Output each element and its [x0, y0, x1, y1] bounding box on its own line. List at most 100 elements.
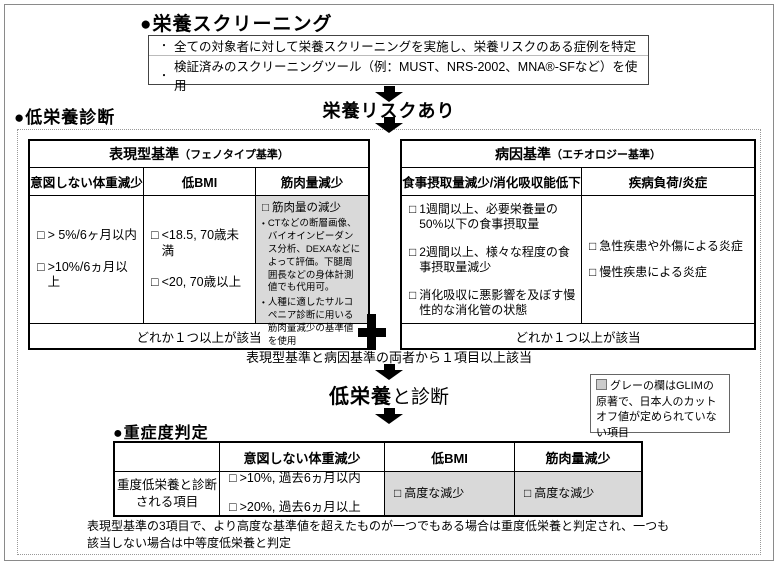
criterion-label: 急性疾患や外傷による炎症 [599, 239, 743, 253]
criterion-label: >10%, 過去6ヵ月以内 [239, 471, 361, 486]
screening-box: ・ 全ての対象者に対して栄養スクリーニングを実施し、栄養リスクのある症例を特定 … [148, 35, 649, 93]
severity-bmi-cell: □ 高度な減少 [385, 472, 515, 515]
column-header: 意図しない体重減少 [220, 443, 385, 472]
checkbox-icon: □ [524, 486, 532, 500]
criterion-item: □ <18.5, 70歳未満 [151, 228, 251, 259]
phenotype-table: 表現型基準 （フェノタイプ基準） 意図しない体重減少 低BMI 筋肉量減少 □ … [28, 139, 370, 350]
criterion-label: 高度な減少 [534, 486, 595, 500]
criterion-label: 1週間以上、必要栄養量の50%以下の食事摂取量 [419, 201, 558, 231]
checkbox-icon: □ [229, 500, 237, 514]
plus-icon [358, 314, 386, 350]
diagnosis-result-rest: と診断 [391, 387, 449, 408]
criterion-item: □ 高度な減少 [524, 486, 594, 501]
criterion-label: > 5%/6ヶ月以内 [47, 228, 137, 243]
disease-cell: □ 急性疾患や外傷による炎症 □ 慢性疾患による炎症 [582, 196, 754, 324]
etiology-title-text: 病因基準 [495, 146, 551, 162]
severity-heading: ●重症度判定 [113, 425, 209, 442]
criterion-item: □ 消化吸収に悪影響を及ぼす慢性的な消化管の状態 [409, 288, 577, 318]
column-header: 低BMI [385, 443, 515, 472]
column-header [115, 443, 220, 472]
down-arrow-icon [375, 408, 403, 424]
checkbox-icon: □ [229, 471, 237, 486]
criterion-item: □ > 5%/6ヶ月以内 [37, 228, 139, 244]
column-header: 食事摂取量減少/消化吸収能低下 [402, 168, 582, 196]
criterion-label: <20, 70歳以上 [161, 275, 242, 290]
bullet-icon: ・ [159, 70, 169, 82]
diagnosis-result-label: 低栄養と診断 [0, 380, 778, 409]
severity-table: 意図しない体重減少 低BMI 筋肉量減少 重度低栄養と診断 される項目 □ >1… [113, 441, 643, 517]
gray-legend-box: グレーの欄はGLIMの原著で、日本人のカットオフ値が定められていない項目 [590, 374, 730, 439]
criterion-item: □ >20%, 過去6ヵ月以上 [229, 500, 380, 516]
checkbox-icon: □ [394, 486, 402, 500]
combine-note: 表現型基準と病因基準の両者から１項目以上該当 [245, 350, 532, 365]
criterion-item: □ >10%, 過去6ヵ月以内 [229, 471, 380, 487]
etiology-table-title: 病因基準 （エチオロジー基準） [402, 141, 754, 168]
phenotype-title-text: 表現型基準 [109, 146, 180, 162]
etiology-subtitle-text: （エチオロジー基準） [551, 149, 661, 161]
muscle-note: • CTなどの断層画像、バイオインピーダンス分析、DEXAなどによって評価。下腿… [262, 218, 362, 295]
checkbox-icon: □ [409, 244, 417, 259]
muscle-note-text: 人種に適したサルコペニア診断に用いる筋肉量減少の基準値を使用 [267, 297, 354, 347]
phenotype-footer: どれか１つ以上が該当 [136, 330, 262, 345]
criterion-item: □ 高度な減少 [394, 486, 464, 501]
muscle-loss-cell: □ 筋肉量の減少 • CTなどの断層画像、バイオインピーダンス分析、DEXAなど… [256, 196, 368, 347]
criterion-item: □ 2週間以上、様々な程度の食事摂取量減少 [409, 245, 577, 275]
severity-weight-cell: □ >10%, 過去6ヵ月以内 □ >20%, 過去6ヵ月以上 [220, 471, 385, 516]
criterion-item: □ 1週間以上、必要栄養量の50%以下の食事摂取量 [409, 202, 577, 232]
criterion-label: 高度な減少 [404, 486, 465, 500]
criterion-label: 慢性疾患による炎症 [599, 265, 707, 279]
legend-text: グレーの欄はGLIMの原著で、日本人のカットオフ値が定められていない項目 [596, 380, 717, 440]
checkbox-icon: □ [589, 239, 597, 253]
column-header: 低BMI [144, 168, 256, 196]
column-header: 筋肉量減少 [515, 443, 641, 472]
severity-muscle-cell: □ 高度な減少 [515, 472, 641, 515]
checkbox-icon: □ [37, 259, 45, 274]
checkbox-icon: □ [589, 265, 597, 279]
severity-footnote: 表現型基準の3項目で、より高度な基準値を超えたものが一つでもある場合は重度低栄養… [87, 518, 707, 552]
severity-row-label-line: 重度低栄養と診断 [116, 477, 217, 492]
checkbox-icon: □ [151, 275, 159, 290]
screening-point-text: 全ての対象者に対して栄養スクリーニングを実施し、栄養リスクのある症例を特定 [174, 40, 637, 54]
criterion-label: 消化吸収に悪影響を及ぼす慢性的な消化管の状態 [419, 287, 576, 317]
criterion-label: >20%, 過去6ヵ月以上 [239, 500, 361, 514]
criterion-item: □ 筋肉量の減少 [262, 201, 362, 215]
criterion-item: □ 慢性疾患による炎症 [589, 265, 750, 280]
checkbox-icon: □ [151, 228, 159, 243]
bullet-icon: ・ [159, 41, 169, 52]
risk-label: 栄養リスクあり [322, 101, 456, 121]
column-header: 疾病負荷/炎症 [582, 168, 754, 196]
criterion-label: <18.5, 70歳未満 [161, 228, 240, 258]
severity-row-label-line: される項目 [135, 494, 199, 509]
criterion-item: □ >10%/6ヵ月以上 [37, 260, 139, 291]
screening-point: ・ 全ての対象者に対して栄養スクリーニングを実施し、栄養リスクのある症例を特定 [149, 36, 648, 56]
diagnosis-heading: ●低栄養診断 [14, 108, 116, 127]
severity-footnote-line: 表現型基準の3項目で、より高度な基準値を超えたものが一つでもある場合は重度低栄養… [87, 519, 670, 533]
down-arrow-icon [375, 86, 403, 102]
bullet-dot-icon: • [262, 219, 265, 229]
checkbox-icon: □ [37, 228, 45, 243]
muscle-note-text: CTなどの断層画像、バイオインピーダンス分析、DEXAなどによって評価。下腿周囲… [267, 218, 361, 294]
checkbox-icon: □ [409, 201, 417, 216]
weight-loss-cell: □ > 5%/6ヶ月以内 □ >10%/6ヵ月以上 [30, 196, 144, 324]
severity-row-label: 重度低栄養と診断 される項目 [115, 472, 220, 515]
screening-heading: ●栄養スクリーニング [140, 14, 333, 35]
intake-cell: □ 1週間以上、必要栄養量の50%以下の食事摂取量 □ 2週間以上、様々な程度の… [402, 196, 582, 324]
checkbox-icon: □ [409, 287, 417, 302]
down-arrow-icon [375, 364, 403, 380]
screening-point-text: 検証済みのスクリーニングツール（例：MUST、NRS-2002、MNA®-SFな… [174, 60, 638, 93]
severity-footnote-line: 該当しない場合は中等度低栄養と判定 [87, 536, 292, 551]
criterion-label: 筋肉量の減少 [271, 202, 341, 214]
criterion-item: □ 急性疾患や外傷による炎症 [589, 239, 750, 254]
muscle-note: • 人種に適したサルコペニア診断に用いる筋肉量減少の基準値を使用 [262, 297, 362, 348]
phenotype-subtitle-text: （フェノタイプ基準） [179, 149, 289, 161]
low-bmi-cell: □ <18.5, 70歳未満 □ <20, 70歳以上 [144, 196, 256, 324]
criterion-label: >10%/6ヵ月以上 [47, 259, 128, 290]
diagnosis-result-strong: 低栄養 [328, 386, 392, 408]
etiology-table: 病因基準 （エチオロジー基準） 食事摂取量減少/消化吸収能低下 疾病負荷/炎症 … [400, 139, 756, 350]
phenotype-table-title: 表現型基準 （フェノタイプ基準） [30, 141, 368, 168]
column-header: 意図しない体重減少 [30, 168, 144, 196]
gray-swatch-icon [596, 379, 607, 390]
criterion-label: 2週間以上、様々な程度の食事摂取量減少 [419, 244, 570, 274]
down-arrow-icon [375, 117, 403, 133]
